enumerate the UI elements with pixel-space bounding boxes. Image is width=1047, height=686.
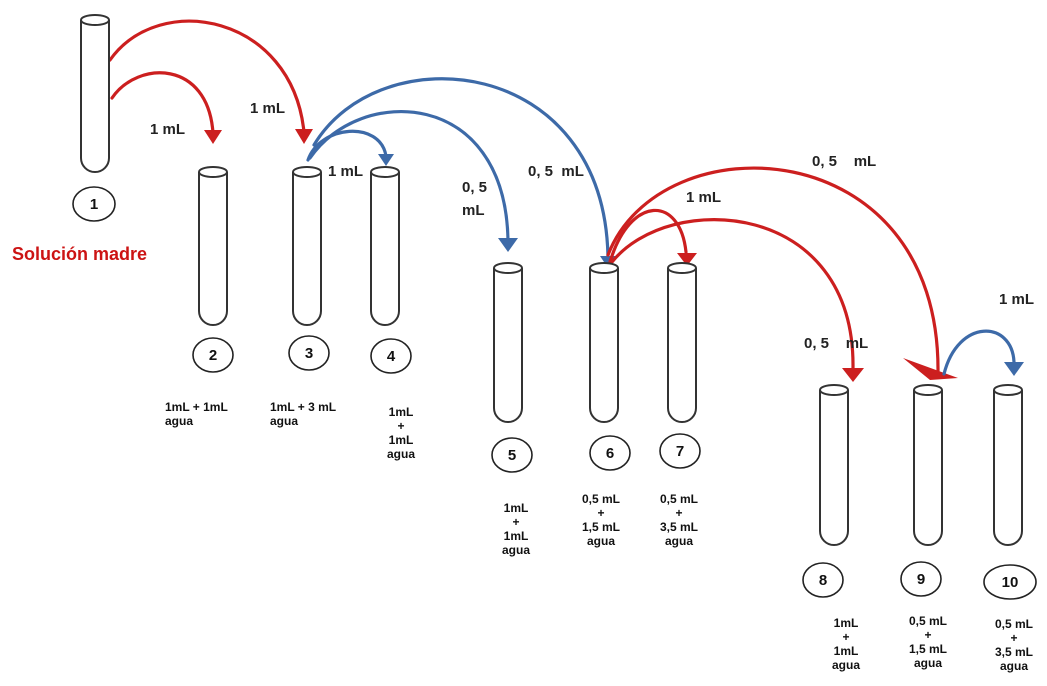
test-tube-1 <box>80 20 110 173</box>
tube-number-6: 6 <box>606 445 614 462</box>
arrowhead-3-to-5 <box>498 238 518 252</box>
tube-number-10: 10 <box>1002 574 1019 591</box>
label-6-to-7: 1 mL <box>686 189 721 206</box>
tube-rim-7 <box>667 262 697 274</box>
tube-number-badge-7 <box>659 433 701 469</box>
arrow-6-to-9 <box>606 166 940 374</box>
arrowhead-1-to-2 <box>204 130 222 144</box>
test-tube-4 <box>370 172 400 326</box>
tube-rim-4 <box>370 166 400 178</box>
arrowhead-3-to-4 <box>378 154 394 166</box>
tube-number-4: 4 <box>387 348 396 365</box>
label-9-to-10: 1 mL <box>999 291 1034 308</box>
label-3-to-4: 1 mL <box>328 163 363 180</box>
test-tube-6 <box>589 268 619 423</box>
test-tube-3 <box>292 172 322 326</box>
label-1-to-2: 1 mL <box>150 121 185 138</box>
tube-rim-8 <box>819 384 849 396</box>
arrow-9-to-10 <box>942 329 1016 376</box>
tube-rim-5 <box>493 262 523 274</box>
tube-rim-9 <box>913 384 943 396</box>
test-tube-10 <box>993 390 1023 546</box>
label-6-to-9: 0, 5 mL <box>812 153 876 170</box>
tube-number-2: 2 <box>209 347 217 364</box>
tube-number-badge-8 <box>802 562 844 598</box>
tube-number-5: 5 <box>508 447 516 464</box>
test-tube-9 <box>913 390 943 546</box>
arrow-1-to-2 <box>110 71 215 135</box>
test-tube-8 <box>819 390 849 546</box>
label-1-to-3: 1 mL <box>250 100 285 117</box>
label-3-to-6: 0, 5 mL <box>528 163 584 180</box>
arrow-1-to-3 <box>108 19 306 134</box>
arrowhead-6-to-7 <box>677 253 697 266</box>
transfer-arrows <box>108 19 1024 382</box>
arrow-3-to-4 <box>306 129 388 162</box>
tube-number-badge-1 <box>72 186 116 222</box>
label-6-to-8: 0, 5 mL <box>804 335 868 352</box>
test-tube-5 <box>493 268 523 423</box>
tube-rim-2 <box>198 166 228 178</box>
arrow-3-to-5 <box>308 109 510 242</box>
tube-rim-3 <box>292 166 322 178</box>
arrow-6-to-7 <box>608 208 688 264</box>
tube-number-badge-5 <box>491 437 533 473</box>
test-tube-7 <box>667 268 697 423</box>
arrowhead-1-to-3 <box>295 129 313 144</box>
tube-number-9: 9 <box>917 571 925 588</box>
arrow-3-to-6 <box>312 77 610 260</box>
arrowhead-6-to-8 <box>842 368 864 382</box>
tube-number-7: 7 <box>676 443 684 460</box>
tube-number-badge-2 <box>192 337 234 373</box>
tube-number-badge-4 <box>370 338 412 374</box>
test-tube-2 <box>198 172 228 326</box>
tube-number-8: 8 <box>819 572 827 589</box>
tube-number-badge-6 <box>589 435 631 471</box>
tube-1: 1 <box>72 14 116 222</box>
tube-number-1: 1 <box>90 196 98 213</box>
tube-number-badge-3 <box>288 335 330 371</box>
arrow-6-to-8 <box>610 218 855 370</box>
arrowhead-9-to-10 <box>1004 362 1024 376</box>
tube-rim-6 <box>589 262 619 274</box>
stock-solution-label: Solución madre <box>12 244 147 264</box>
tube-number-badge-9 <box>900 561 942 597</box>
tube-number-badge-10 <box>983 564 1037 600</box>
tube-number-3: 3 <box>305 345 313 362</box>
tube-rim-10 <box>993 384 1023 396</box>
tube-rim-1 <box>80 14 110 26</box>
